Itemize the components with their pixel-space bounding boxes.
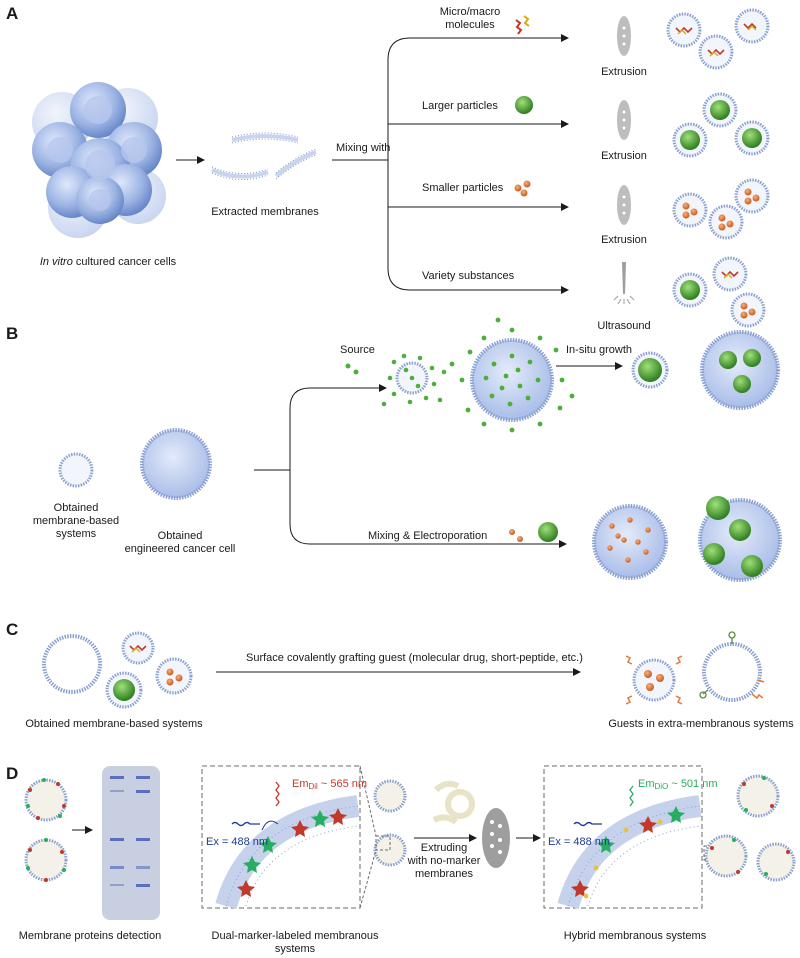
panel-a-letter: A (6, 4, 19, 23)
systems-label-line1: Obtained (53, 502, 99, 514)
hybrid-zoom-box (543, 765, 703, 910)
loading-branches-b (254, 362, 623, 548)
source-particles (345, 363, 359, 375)
em-dio-label: EmDiO ~ 501 nm (638, 778, 718, 791)
branch-molecules-label-1: Micro/macro (439, 6, 501, 18)
no-marker-membranes (432, 780, 475, 825)
panel-c-letter: C (6, 620, 19, 639)
branch-larger-particles-label: Larger particles (422, 100, 498, 112)
in-situ-grown-cell (700, 330, 780, 410)
hybrid-label: Hybrid membranous systems (563, 930, 707, 942)
panel-b-letter: B (6, 324, 19, 343)
ex-right-label: Ex = 488 nm (548, 836, 611, 848)
in-situ-grown-vesicle (631, 351, 669, 389)
hybrid-vesicles (703, 774, 796, 882)
extruding-label-3: membranes (414, 868, 474, 880)
cancer-cells-label: In vitro cultured cancer cells (39, 256, 177, 268)
grafting-label: Surface covalently grafting guest (molec… (246, 652, 583, 664)
systems-label-line2: membrane-based (32, 515, 120, 527)
ultrasound-probe-icon (613, 262, 635, 305)
em-dil-label: EmDil ~ 565 nm (292, 778, 368, 791)
ex-left-label: Ex = 488 nm (206, 836, 269, 848)
electroporated-cell-large-particles (698, 496, 782, 582)
loaded-vesicles-a (666, 8, 770, 328)
small-vesicle-with-source (381, 353, 447, 407)
mixing-branches (332, 34, 569, 294)
cell-label-line1: Obtained (157, 530, 203, 542)
mixing-with-label: Mixing with (336, 142, 391, 154)
electroporated-cell-small-particles (592, 504, 668, 580)
labeled-vesicle-icons (24, 778, 68, 882)
dual-marker-zoom-box (201, 765, 361, 910)
systems-label-line3: systems (55, 528, 97, 540)
source-label: Source (340, 344, 375, 356)
smaller-particles-icon (514, 180, 531, 197)
branch-molecules-label-2: molecules (445, 19, 495, 31)
cell-label-line2: engineered cancer cell (124, 543, 236, 555)
extracted-membranes-label: Extracted membranes (211, 206, 319, 218)
dual-marker-label: Dual-marker-labeled membranous systems (211, 930, 379, 955)
engineered-cancer-cell (140, 428, 212, 500)
protein-gel (102, 766, 160, 920)
electroporation-label: Mixing & Electroporation (368, 530, 488, 542)
method-extrusion-3: Extrusion (601, 234, 647, 246)
method-ultrasound: Ultrasound (597, 320, 651, 332)
grafted-systems-group-c (625, 631, 765, 705)
large-cell-with-source (449, 317, 575, 433)
larger-particle-icon (515, 96, 533, 114)
panel-d-letter: D (6, 764, 19, 783)
micro-macro-molecule-icon (515, 15, 530, 35)
panel-c-left-label: Obtained membrane-based systems (25, 718, 203, 730)
membrane-fragments (211, 132, 317, 180)
extruding-label-2: with no-marker (407, 855, 481, 867)
extruding-label-1: Extruding (420, 842, 468, 854)
dual-vesicle-pair (359, 765, 407, 909)
extrusion-filter-icon (617, 16, 631, 225)
method-extrusion-1: Extrusion (601, 66, 647, 78)
membrane-systems-group-c (42, 631, 193, 709)
electroporation-particles (509, 522, 558, 542)
detect-label: Membrane proteins detection (18, 930, 162, 942)
cancer-cell-cluster (32, 82, 166, 238)
method-extrusion-2: Extrusion (601, 150, 647, 162)
extrusion-filter-d-icon (482, 808, 510, 868)
branch-variety-label: Variety substances (422, 270, 515, 282)
membrane-system-vesicle (58, 452, 94, 488)
vesicle-cargo-a (675, 22, 762, 319)
branch-smaller-particles-label: Smaller particles (422, 182, 504, 194)
in-situ-growth-label: In-situ growth (566, 344, 633, 356)
panel-c-right-label: Guests in extra-membranous systems (608, 718, 794, 730)
